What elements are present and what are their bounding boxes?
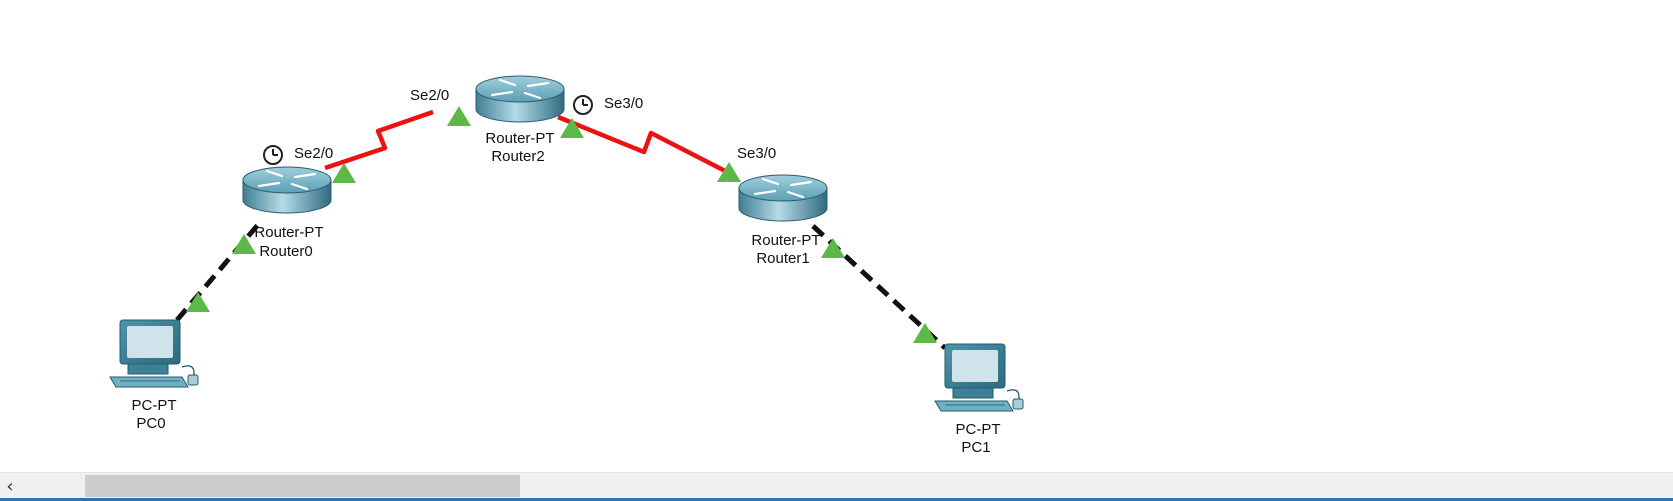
link-up-indicator [913,323,937,343]
device-name-label: Router2 [491,148,544,165]
link-up-indicator [186,292,210,312]
router-router2[interactable] [474,74,566,124]
device-name-label: Router1 [756,250,809,267]
pc-icon [109,319,199,388]
router-icon [737,173,829,223]
scroll-left-button[interactable]: ‹ [6,475,14,497]
device-name-label: PC1 [961,439,990,456]
port-label-router2-se3-0: Se3/0 [604,95,643,112]
clock-icon [573,95,593,115]
device-name-label: Router0 [259,243,312,260]
port-label-router1-se3-0: Se3/0 [737,145,776,162]
router-router1[interactable] [737,173,829,223]
device-model-label: Router-PT [751,232,820,249]
device-model-label: PC-PT [132,397,177,414]
link-up-indicator [717,162,741,182]
horizontal-scrollbar[interactable]: ‹ [0,472,1673,499]
pc-pc1[interactable] [934,343,1024,412]
device-model-label: Router-PT [254,224,323,241]
serial-link-router2-router1[interactable] [557,114,735,178]
port-label-router0-se2-0: Se2/0 [294,145,333,162]
pc-pc0[interactable] [109,319,199,388]
router-icon [241,165,333,215]
window-bottom-border [0,498,1673,501]
router-router0[interactable] [241,165,333,215]
port-label-router2-se2-0: Se2/0 [410,87,449,104]
clock-icon [263,145,283,165]
link-up-indicator [232,234,256,254]
pc-icon [934,343,1024,412]
router-icon [474,74,566,124]
device-model-label: Router-PT [485,130,554,147]
serial-link-router0-router2[interactable] [324,109,434,171]
crossover-link-pc0-router0[interactable] [175,218,264,322]
scrollbar-thumb[interactable] [85,475,520,497]
link-up-indicator [821,238,845,258]
topology-workspace[interactable]: Se2/0 Se2/0 Se3/0 Se3/0 Router-PT Router… [0,0,1673,470]
link-up-indicator [447,106,471,126]
device-model-label: PC-PT [956,421,1001,438]
device-name-label: PC0 [136,415,165,432]
